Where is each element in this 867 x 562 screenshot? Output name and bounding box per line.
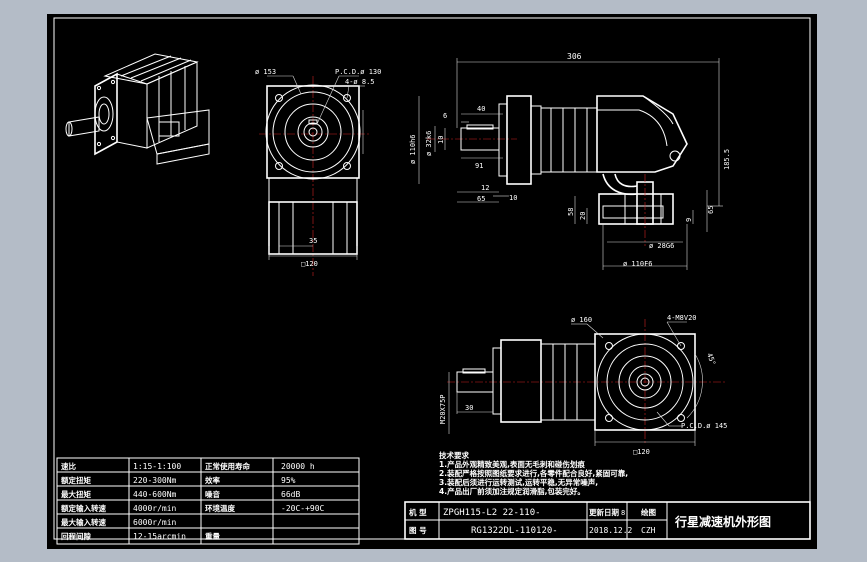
dim-front-dia: ø 153 (255, 68, 276, 76)
dim-side-shaft: ø 32k6 (425, 131, 433, 156)
dim-front-shaft-offset: 35 (309, 237, 317, 245)
tb-row1-label: 机 型 (409, 507, 427, 517)
spec-value2: -20C-+90C (281, 504, 325, 513)
dim-side-9: 9 (685, 218, 693, 222)
dim-top-shaft-len: 30 (465, 404, 473, 412)
spec-value: 440-600Nm (133, 490, 177, 499)
dim-side-20: 20 (579, 212, 587, 220)
dim-side-flange: 12 (481, 184, 489, 192)
spec-value: 1:15-1:100 (133, 462, 181, 471)
dim-side-pilot: ø 110h6 (409, 134, 417, 164)
cad-drawing: ø 153 P.C.D.ø 130 4-ø 8.5 35 □120 306 40 6 ø 110… (53, 17, 811, 545)
dim-top-thread: M20X75P (439, 394, 447, 424)
note-line: 技术要求 (439, 450, 469, 460)
spec-value: 6000r/min (133, 518, 177, 527)
spec-label: 最大扭矩 (61, 489, 91, 499)
dim-side-height: 185.5 (723, 149, 731, 170)
spec-value: 4000r/min (133, 504, 177, 513)
dim-side-65: 65 (477, 195, 485, 203)
spec-label2: 效率 (205, 475, 220, 485)
spec-value2: 20000 h (281, 462, 315, 471)
spec-label: 最大输入转速 (61, 517, 106, 527)
dim-top-dia: ø 160 (571, 316, 592, 324)
note-line: 3.装配后须进行运转测试,运转平稳,无异常噪声, (439, 477, 598, 487)
dim-side-10: 10 (509, 194, 517, 202)
tb-model-no: ZPGH115-L2 22-110- (443, 508, 541, 518)
note-line: 4.产品出厂前须加注规定润滑脂,包装完好。 (439, 486, 585, 496)
tb-drawer-label: 绘图 (641, 507, 656, 517)
front-view (259, 75, 369, 276)
dim-top-pcd: P.C.D.ø 145 (681, 422, 727, 430)
isometric-view (65, 53, 210, 165)
spec-label2: 噪音 (205, 489, 220, 499)
tb-title: 行星减速机外形图 (674, 514, 771, 529)
dim-side-65b: 65 (707, 206, 715, 214)
spec-label2: 环境温度 (205, 503, 235, 513)
dim-front-square: □120 (301, 260, 318, 268)
dim-top-square: □120 (633, 448, 650, 456)
spec-label2: 重量 (205, 531, 220, 541)
tb-drawer: CZH (641, 526, 656, 535)
spec-value: 220-300Nm (133, 476, 177, 485)
dim-side-key-width: 6 (443, 112, 447, 120)
spec-label2: 正常使用寿命 (205, 461, 250, 471)
dim-top-holes: 4-M8V20 (667, 314, 697, 322)
title-block (404, 501, 811, 540)
spec-table (56, 457, 360, 545)
drawing-sheet: ø 153 P.C.D.ø 130 4-ø 8.5 35 □120 306 40 6 ø 110… (47, 14, 817, 549)
dim-side-shaft-len: 91 (475, 162, 483, 170)
dim-side-58: 58 (567, 208, 575, 216)
dim-front-pcd: P.C.D.ø 130 (335, 68, 381, 76)
tb-revision-label: 更新日期 (589, 507, 619, 517)
dim-front-holes: 4-ø 8.5 (345, 78, 375, 86)
tb-revision-suffix: 8 (621, 509, 625, 517)
dim-side-bore: ø 28G6 (649, 242, 674, 250)
spec-value: 12-15arcmin (133, 532, 186, 541)
note-line: 2.装配严格按照图纸要求进行,各零件配合良好,紧固可靠, (439, 468, 628, 478)
note-line: 1.产品外观精致美观,表面无毛刺和碰伤划痕 (439, 459, 585, 469)
tb-date: 2018.12.2 (589, 526, 633, 535)
spec-label: 速比 (61, 461, 76, 471)
dim-side-key-len: 40 (477, 105, 485, 113)
top-view (447, 319, 727, 446)
spec-label: 额定输入转速 (61, 503, 106, 513)
spec-value2: 95% (281, 476, 296, 485)
tb-drawing-no: RG1322DL-110120- (471, 526, 558, 536)
side-view (418, 58, 723, 270)
spec-value2: 66dB (281, 490, 300, 499)
spec-label: 额定扭矩 (61, 475, 91, 485)
dim-side-overall: 306 (567, 52, 582, 61)
dim-top-angle: 45° (705, 352, 717, 367)
spec-label: 回程间隙 (61, 531, 91, 541)
dim-side-keyh: 10 (437, 136, 445, 144)
tb-row2-label: 图 号 (409, 526, 427, 535)
dim-side-spigot: ø 110F6 (623, 260, 653, 268)
sheet-border (53, 17, 811, 540)
